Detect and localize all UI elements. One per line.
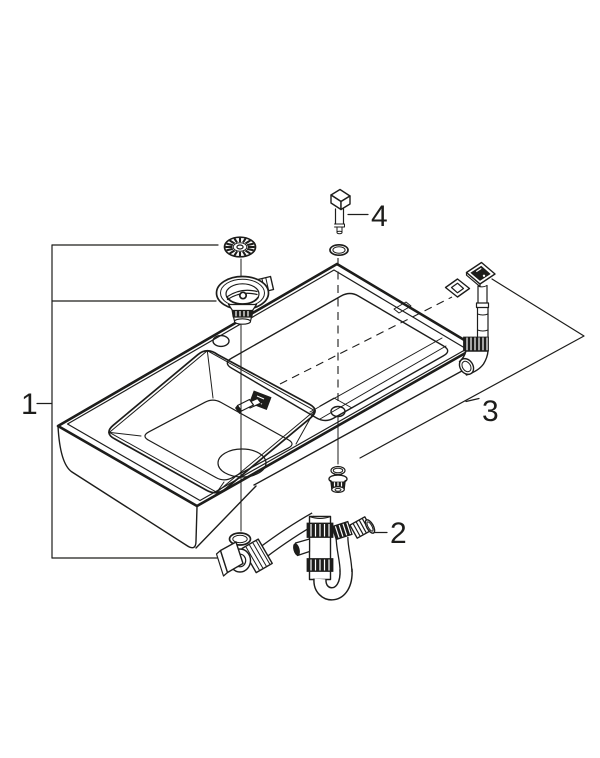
bowl-opening-outer <box>108 349 316 494</box>
callout-3-label: 3 <box>482 395 499 428</box>
cover-plate-slot <box>475 267 482 273</box>
overflow-fitting-end-hole <box>334 487 342 492</box>
sink-body-left-edge <box>57 425 198 549</box>
basket-flare <box>227 303 258 312</box>
template-plane-outline <box>359 278 585 459</box>
cover-plate-dot <box>482 274 486 277</box>
small-o-ring-inner <box>332 467 344 474</box>
drainboard-outline <box>226 292 449 422</box>
plug-tip-end <box>336 230 343 235</box>
trap-flange-front <box>219 541 244 574</box>
sink-rim-inner <box>66 269 468 502</box>
strainer-basket <box>215 275 275 325</box>
overflow-pipe-upper <box>477 284 488 304</box>
clip-b-side <box>234 404 243 415</box>
trap-upper-collar-ribs <box>310 524 330 537</box>
overflow-set <box>444 261 496 376</box>
overflow-pipe-mid <box>476 306 489 338</box>
callout-2: 2 <box>373 517 407 550</box>
callout-3-tick <box>465 397 480 403</box>
strainer-cap-ribs <box>225 237 255 257</box>
overflow-fitting-ribs <box>333 482 343 487</box>
overflow-pipe-collar <box>475 302 490 309</box>
strainer-cap <box>223 236 257 258</box>
basket-thread-band <box>231 310 254 318</box>
trap-u-bend <box>314 568 352 599</box>
plug-head-right <box>340 195 351 211</box>
drain-gasket-inner <box>232 534 248 544</box>
sink-body-bottom-edge <box>195 485 257 549</box>
callout-1: 1 <box>21 244 219 559</box>
trap-lower-collar-ribs <box>310 559 330 571</box>
overflow-fitting-end <box>331 486 345 494</box>
strainer-cap-inner-ring <box>232 242 248 252</box>
overflow-frame-inner <box>450 282 465 294</box>
callout-4: 4 <box>347 200 388 233</box>
sink-rim-outer <box>56 262 478 508</box>
tap-hole <box>212 334 230 348</box>
trap-inlet-nut <box>241 538 273 574</box>
square-head-plug <box>330 188 351 235</box>
callout-1-label: 1 <box>21 388 38 421</box>
deck-slot <box>393 301 412 314</box>
callout-4-label: 4 <box>371 200 388 233</box>
plug-collar <box>334 223 345 228</box>
trap-outlet-opening <box>364 519 376 534</box>
overflow-centerline-dashed <box>279 296 453 385</box>
bowl-wall-edges <box>108 350 316 493</box>
trap-side-port-cap <box>293 543 300 556</box>
assembly-centerlines <box>240 258 453 532</box>
drain-trap <box>215 512 376 601</box>
under-sink-fittings <box>228 465 348 546</box>
basket-thread-ribs <box>235 311 249 317</box>
overflow-pipe-top-arc <box>477 285 488 288</box>
deck-notch <box>319 397 353 409</box>
trap-riser-collar <box>331 520 353 541</box>
overflow-frame-gasket <box>444 278 471 298</box>
overflow-fitting-body <box>330 479 346 490</box>
trap-riser <box>336 536 352 573</box>
bowl-floor <box>144 399 293 481</box>
o-ring-inner <box>332 246 346 254</box>
overflow-nut-ribs <box>466 337 488 351</box>
overflow-elbow-opening <box>458 357 475 376</box>
strainer-cap-knob <box>236 244 244 250</box>
basket-center-pin <box>238 291 248 300</box>
overflow-pipe-joints <box>477 313 489 332</box>
bowl-drain-recess <box>217 448 267 478</box>
trap-tee-top-arc <box>309 516 331 519</box>
callout-3: 3 <box>465 395 499 428</box>
cover-plate-face <box>470 265 491 281</box>
basket-stem-end <box>233 318 252 325</box>
plug-shaft <box>334 208 345 225</box>
o-ring-top <box>329 243 349 257</box>
callout-2-label: 2 <box>390 517 407 550</box>
